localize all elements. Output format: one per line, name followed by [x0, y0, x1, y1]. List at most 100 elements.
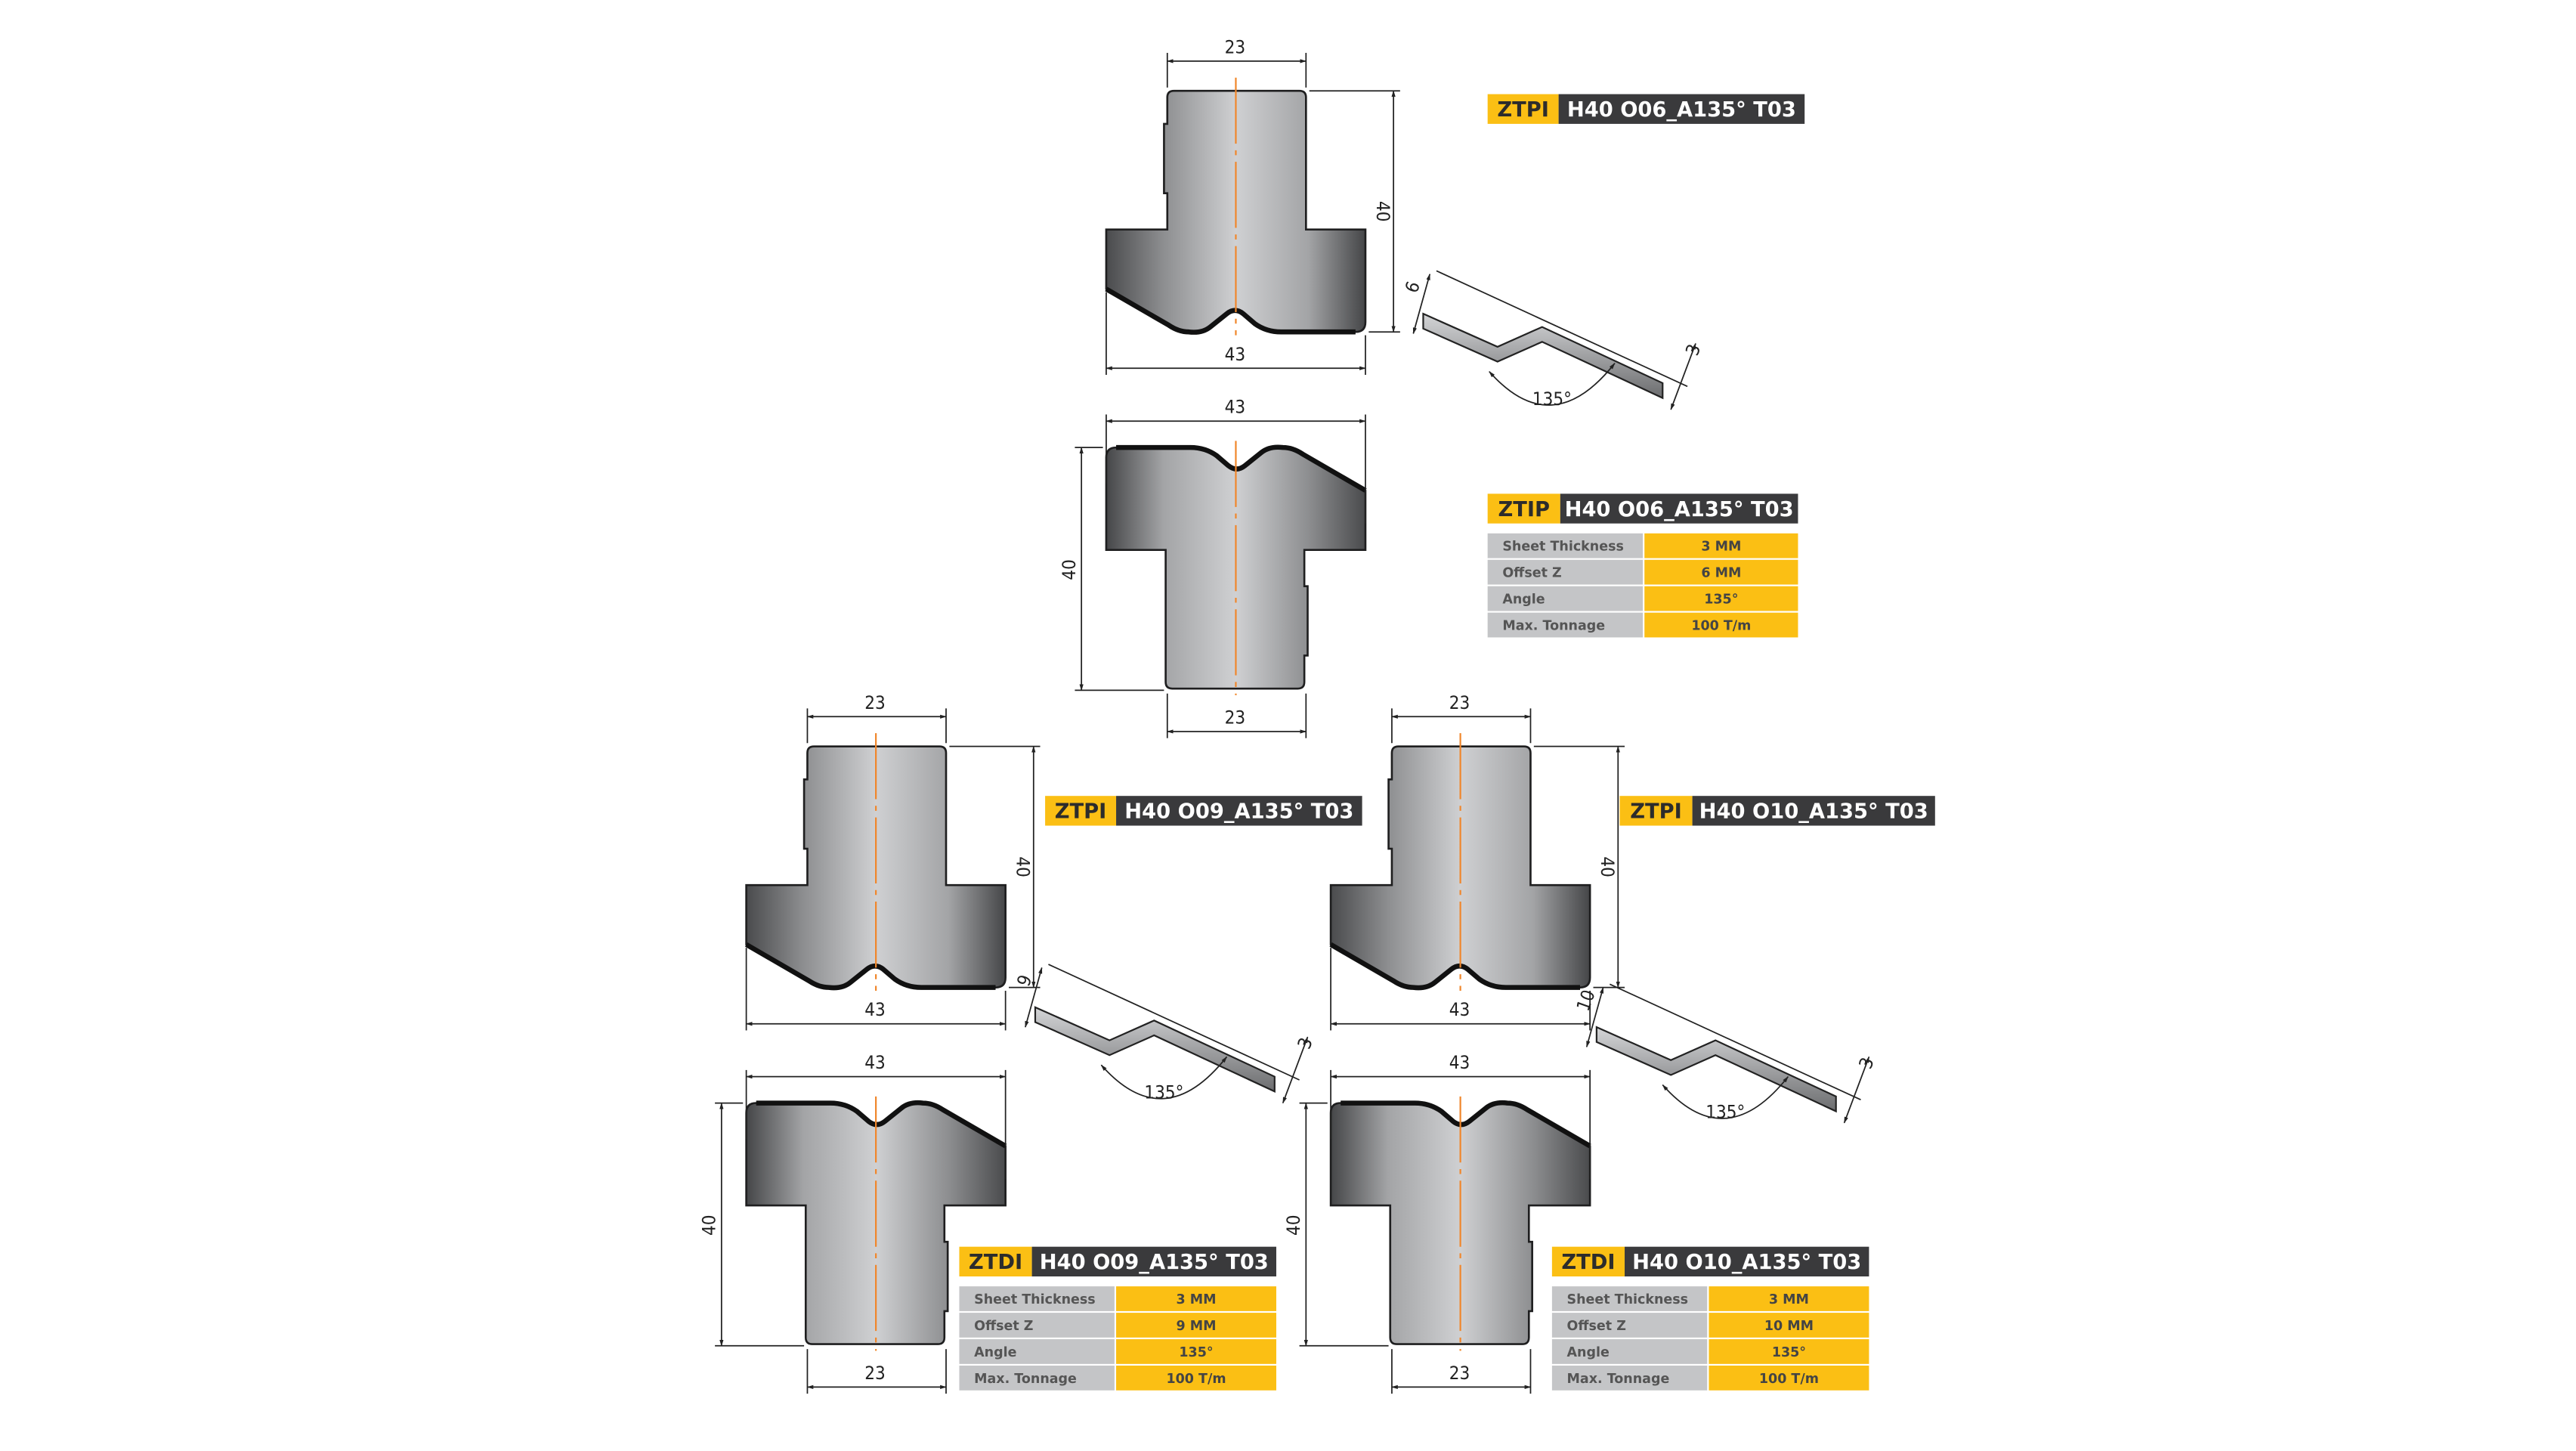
punch-top-width-label: 23 [864, 692, 886, 713]
spec-label: Max. Tonnage [1567, 1372, 1670, 1387]
punch-height-label: 40 [1372, 201, 1393, 222]
punch-title-label: ZTPI H40 O09_A135° T03 [1045, 796, 1362, 826]
spec-label: Angle [1567, 1345, 1610, 1360]
punch-top-width-label: 23 [1225, 36, 1246, 57]
spec-value: 135° [1772, 1345, 1806, 1360]
bent-sheet-diagram: 6 3 135° [1401, 270, 1705, 410]
die-title-label: ZTDI H40 O10_A135° T03 [1551, 1246, 1869, 1277]
spec-label: Angle [974, 1345, 1016, 1360]
spec-value: 6 MM [1701, 566, 1741, 581]
die-width-label: 43 [864, 1052, 886, 1073]
bent-sheet-profile [1595, 1026, 1837, 1113]
reference-line [1609, 983, 1861, 1101]
bent-sheet-diagram: 9 3 135° [1013, 964, 1317, 1104]
spec-label: Sheet Thickness [1502, 540, 1624, 555]
groups-layer: 23 40 43 43 40 23 6 3 135° ZTPI H40 O06_A135° T0… [699, 36, 1935, 1394]
die-groove-edge [756, 1100, 1007, 1149]
angle-label: 135° [1705, 1102, 1745, 1123]
offset-dimension-line [1585, 986, 1604, 1048]
die-groove-edge [1341, 1100, 1591, 1149]
offset-dimension-line [1025, 967, 1043, 1028]
angle-arc [1100, 1056, 1228, 1100]
spec-label: Angle [1502, 592, 1545, 608]
punch-height-label: 40 [1013, 856, 1034, 877]
thickness-label: 3 [1294, 1035, 1317, 1051]
punch-title-label: ZTPI H40 O06_A135° T03 [1487, 94, 1805, 124]
punch-tip-edge [1105, 286, 1356, 335]
spec-row: Sheet Thickness 3 MM [959, 1286, 1276, 1311]
spec-value: 100 T/m [1166, 1372, 1226, 1387]
spec-table: Sheet Thickness 3 MM Offset Z 10 MM Angl… [1551, 1286, 1869, 1391]
spec-row: Angle 135° [1487, 586, 1798, 611]
spec-row: Angle 135° [959, 1339, 1276, 1364]
thickness-dimension-line [1282, 1036, 1309, 1104]
spec-label: Max. Tonnage [974, 1372, 1077, 1387]
tool-code: ZTPI [1055, 800, 1107, 824]
die-width-label: 43 [1449, 1052, 1470, 1073]
tool-drawing: 23 40 43 43 40 23 [699, 692, 1041, 1394]
die-height-label: 40 [1059, 559, 1080, 580]
offset-label: 9 [1013, 972, 1036, 988]
offset-label: 6 [1401, 279, 1424, 295]
spec-label: Max. Tonnage [1502, 619, 1605, 634]
die-height-label: 40 [1283, 1215, 1304, 1236]
thickness-label: 3 [1855, 1055, 1879, 1072]
spec-row: Max. Tonnage 100 T/m [1551, 1366, 1869, 1391]
tool-name: H40 O09_A135° T03 [1124, 800, 1353, 824]
angle-label: 135° [1144, 1081, 1183, 1103]
tool-name: H40 O09_A135° T03 [1040, 1251, 1269, 1274]
tool-drawing: 23 40 43 43 40 23 [1059, 36, 1400, 738]
spec-value: 3 MM [1177, 1292, 1217, 1307]
spec-value: 100 T/m [1759, 1372, 1819, 1387]
spec-row: Offset Z 10 MM [1551, 1313, 1869, 1338]
punch-width-label: 43 [1225, 344, 1246, 365]
punch-title-label: ZTPI H40 O10_A135° T03 [1619, 796, 1935, 826]
spec-value: 135° [1179, 1345, 1213, 1360]
angle-label: 135° [1532, 388, 1572, 410]
spec-table: Sheet Thickness 3 MM Offset Z 6 MM Angle… [1487, 533, 1798, 638]
punch-width-label: 43 [864, 999, 886, 1020]
die-bottom-width-label: 23 [1449, 1363, 1470, 1384]
punch-tip-edge [1329, 942, 1581, 991]
tool-name: H40 O06_A135° T03 [1567, 98, 1796, 122]
spec-value: 3 MM [1701, 540, 1741, 555]
spec-row: Offset Z 6 MM [1487, 559, 1798, 585]
tool-code: ZTPI [1497, 98, 1549, 122]
spec-value: 10 MM [1764, 1319, 1814, 1334]
die-bottom-width-label: 23 [864, 1363, 886, 1384]
tool-code: ZTDI [1561, 1251, 1615, 1274]
tool-name: H40 O10_A135° T03 [1699, 800, 1928, 824]
thickness-label: 3 [1681, 342, 1705, 358]
spec-value: 9 MM [1177, 1319, 1217, 1334]
spec-row: Sheet Thickness 3 MM [1487, 533, 1798, 558]
tool-code: ZTIP [1498, 498, 1550, 521]
spec-row: Max. Tonnage 100 T/m [959, 1366, 1276, 1391]
die-bottom-width-label: 23 [1225, 707, 1246, 728]
spec-value: 3 MM [1769, 1292, 1809, 1307]
tool-code: ZTPI [1630, 800, 1682, 824]
spec-value: 100 T/m [1691, 619, 1751, 634]
tool-name: H40 O06_A135° T03 [1565, 498, 1794, 521]
angle-arc [1489, 363, 1616, 406]
bent-sheet-diagram: 10 3 135° [1573, 983, 1879, 1124]
die-height-label: 40 [699, 1215, 720, 1236]
die-title-label: ZTDI H40 O09_A135° T03 [959, 1246, 1276, 1277]
offset-dimension-line [1412, 273, 1431, 335]
spec-label: Sheet Thickness [974, 1292, 1096, 1307]
bent-sheet-profile [1034, 1006, 1276, 1094]
tool-name: H40 O10_A135° T03 [1632, 1251, 1861, 1274]
offset-label: 10 [1573, 987, 1600, 1013]
tool-set-1: 23 40 43 43 40 23 6 3 135° ZTPI H40 O06_A135° T0… [1059, 36, 1805, 738]
thickness-dimension-line [1670, 342, 1696, 410]
punch-top-width-label: 23 [1449, 692, 1470, 713]
spec-row: Max. Tonnage 100 T/m [1487, 612, 1798, 638]
die-width-label: 43 [1225, 397, 1246, 418]
angle-arc [1662, 1075, 1789, 1119]
tool-set-2: 23 40 43 43 40 23 9 3 135° ZTPI H40 O09_A135° T0… [699, 692, 1362, 1394]
spec-table: Sheet Thickness 3 MM Offset Z 9 MM Angle… [959, 1286, 1276, 1391]
punch-tip-edge [744, 942, 996, 991]
die-groove-edge [1116, 444, 1367, 493]
